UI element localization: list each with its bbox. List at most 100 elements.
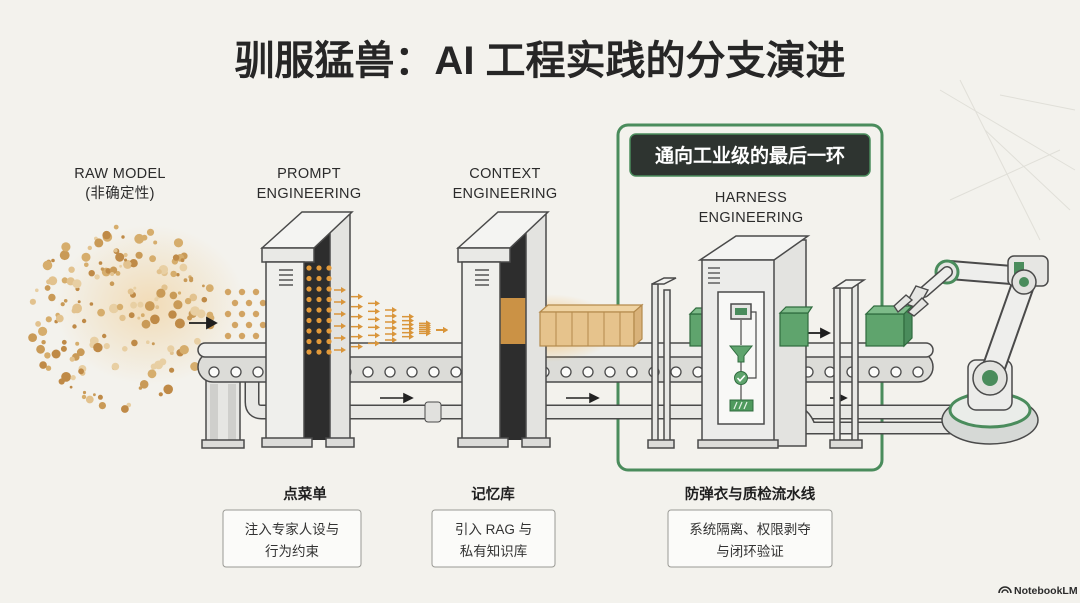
stream-arrow (368, 308, 380, 315)
stream-arrow (351, 293, 363, 300)
prompt-engineering-label-2: ENGINEERING (257, 186, 362, 202)
stream-arrow (334, 347, 346, 353)
prompt-filter-dots (306, 265, 332, 355)
filtered-dot (306, 275, 312, 282)
raw-data-dot (44, 352, 51, 359)
filtered-dot (316, 265, 322, 271)
raw-data-dot (78, 368, 84, 375)
raw-data-dot (135, 251, 143, 259)
raw-data-dot (206, 311, 214, 319)
raw-data-dot (81, 252, 91, 262)
raw-data-dot (51, 349, 61, 359)
raw-data-dot (173, 300, 183, 310)
raw-data-dot (44, 285, 51, 291)
raw-data-dot (121, 235, 125, 239)
raw-data-dot (180, 258, 185, 263)
filtered-dot (316, 296, 322, 303)
raw-data-dot (60, 302, 65, 307)
raw-data-dot (169, 367, 175, 373)
notebooklm-watermark: NotebookLM (1014, 585, 1078, 597)
raw-data-dot (140, 313, 145, 318)
raw-model-dot-cloud (28, 224, 302, 413)
raw-data-dot (110, 272, 115, 276)
raw-data-dot (139, 380, 149, 389)
raw-data-dot (141, 319, 151, 329)
raw-data-dot (76, 348, 85, 357)
belt-roller (230, 366, 242, 378)
raw-data-dot (238, 288, 246, 296)
filtered-dot (306, 265, 312, 271)
belt-roller (626, 366, 638, 378)
stream-arrow (351, 343, 363, 350)
raw-data-dot (29, 298, 36, 305)
raw-data-dot (88, 270, 95, 277)
raw-data-dot (156, 288, 166, 298)
raw-data-dot (81, 318, 87, 324)
stream-arrow (334, 311, 346, 317)
raw-data-dot (124, 258, 127, 262)
raw-data-dot (85, 395, 94, 404)
raw-data-dot (224, 310, 232, 318)
raw-data-dot (102, 230, 111, 240)
raw-data-dot (89, 302, 94, 306)
harness-description-box (667, 509, 833, 568)
filter-funnel-icon (728, 345, 754, 363)
raw-data-dot (133, 286, 137, 290)
robot-arm (893, 255, 1049, 445)
belt-roller (208, 366, 220, 378)
raw-data-dot (71, 308, 78, 314)
raw-data-dot (119, 264, 122, 268)
belt-roller (582, 366, 594, 378)
raw-data-dot (196, 309, 206, 319)
context-engineering-gate (456, 211, 551, 448)
page-title: 驯服猛兽：AI 工程实践的分支演进 (234, 39, 845, 83)
raw-data-dot (61, 339, 67, 345)
raw-data-dot (103, 343, 110, 350)
raw-data-dot (149, 255, 157, 263)
raw-data-dot (202, 284, 205, 288)
raw-data-dot (109, 266, 118, 274)
raw-data-dot (169, 291, 178, 300)
filtered-dot (326, 296, 332, 303)
prompt-output-arrow-stream (334, 287, 448, 353)
screen-icon (730, 303, 752, 320)
belt-roller (406, 366, 418, 378)
checkmark-icon (734, 371, 748, 385)
raw-data-dot (63, 299, 68, 303)
raw-data-dot (100, 267, 105, 271)
stream-arrow (402, 321, 414, 328)
filtered-dot (316, 349, 322, 355)
raw-data-dot (97, 394, 103, 400)
raw-model-sublabel: (非确定性) (85, 185, 154, 202)
raw-data-dot (205, 284, 214, 292)
filtered-dot (326, 265, 332, 271)
raw-data-dot (115, 271, 121, 276)
stream-arrow (334, 287, 346, 293)
raw-data-dot (109, 303, 119, 314)
raw-data-dot (98, 261, 103, 265)
harness-engineering-label-2: ENGINEERING (699, 210, 804, 226)
raw-data-dot (69, 385, 73, 389)
prompt-description-line-2: 行为约束 (265, 544, 319, 559)
raw-data-dot (72, 279, 82, 289)
belt-roller (450, 366, 462, 378)
stream-arrow (385, 307, 397, 313)
stream-arrow (351, 323, 363, 330)
raw-data-dot (158, 392, 163, 397)
raw-data-dot (224, 288, 232, 296)
stream-arrow (385, 319, 397, 325)
harness-exit-rail (829, 279, 867, 449)
notebooklm-logo-icon (998, 586, 1012, 594)
raw-data-dot (151, 342, 155, 346)
raw-data-dot (48, 293, 56, 302)
raw-data-dot (46, 279, 52, 285)
filtered-dot (316, 317, 322, 324)
stream-arrow (368, 332, 380, 339)
raw-data-dot (194, 337, 201, 345)
raw-data-dot (109, 281, 115, 287)
stream-arrow (385, 337, 397, 343)
context-stage-name: 记忆库 (471, 485, 515, 503)
raw-data-dot (161, 284, 168, 291)
prompt-stage-name: 点菜单 (283, 485, 327, 503)
